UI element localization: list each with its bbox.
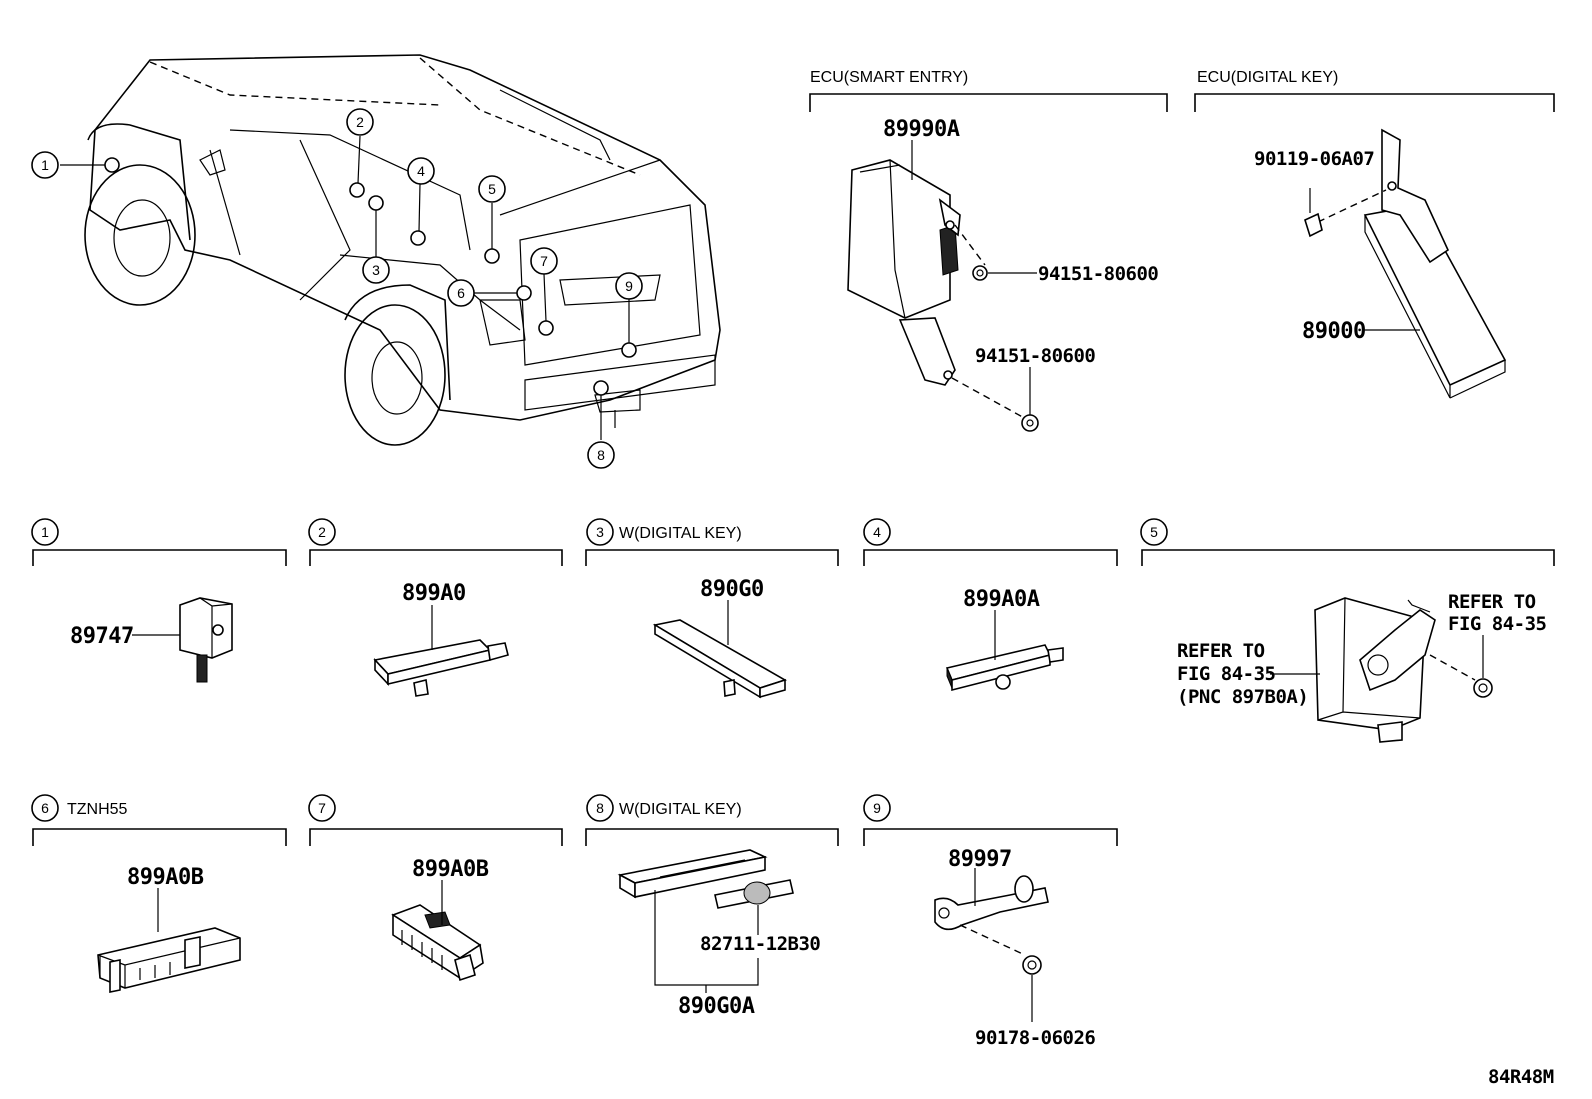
- section-5-number: 5: [1150, 524, 1158, 540]
- ecu-digital-key-section: ECU(DIGITAL KEY) 90119-06A07 89000: [1194, 69, 1555, 399]
- part-label-899A0A: 899A0A: [963, 587, 1040, 612]
- section-3: 3 W(DIGITAL KEY) 890G0: [585, 518, 839, 699]
- section-3-note: W(DIGITAL KEY): [619, 525, 742, 542]
- callout-5: 5: [488, 181, 496, 197]
- part-label-94151-80600-upper: 94151-80600: [1038, 263, 1158, 285]
- ecu-smart-entry-section: ECU(SMART ENTRY) 89990A 94151-80600 9415…: [809, 69, 1168, 432]
- vehicle-callouts: 1 2 3 4 5 6 7 9 8: [31, 108, 643, 469]
- callout-7: 7: [540, 253, 548, 269]
- refer-label-2-line3: (PNC 897B0A): [1177, 686, 1308, 708]
- refer-label-1-line2: FIG 84-35: [1448, 613, 1547, 635]
- callout-1: 1: [41, 157, 49, 173]
- section-4: 4 899A0A: [863, 518, 1118, 692]
- part-label-82711-12B30: 82711-12B30: [700, 933, 820, 955]
- refer-label-2-line2: FIG 84-35: [1177, 663, 1276, 685]
- section-8-note: W(DIGITAL KEY): [619, 801, 742, 818]
- section-6-number: 6: [41, 800, 49, 816]
- section-6: 6 TZNH55 899A0B: [31, 794, 287, 993]
- section-6-note: TZNH55: [67, 801, 128, 818]
- section-1: 1 89747: [31, 518, 287, 683]
- callout-6: 6: [457, 285, 465, 301]
- callout-2: 2: [356, 114, 364, 130]
- part-label-89000: 89000: [1302, 319, 1366, 344]
- part-label-90119-06A07: 90119-06A07: [1254, 148, 1374, 170]
- callout-4: 4: [417, 163, 425, 179]
- vehicle-illustration: [60, 54, 721, 446]
- refer-label-1-line1: REFER TO: [1448, 591, 1536, 613]
- section-1-number: 1: [41, 524, 49, 540]
- callout-9: 9: [625, 278, 633, 294]
- part-label-90178-06026: 90178-06026: [975, 1027, 1095, 1049]
- refer-label-2-line1: REFER TO: [1177, 640, 1265, 662]
- part-label-890G0A: 890G0A: [678, 994, 755, 1019]
- section-8-number: 8: [596, 800, 604, 816]
- section-9-number: 9: [873, 800, 881, 816]
- part-label-89747: 89747: [70, 624, 134, 649]
- section-2-number: 2: [318, 524, 326, 540]
- part-label-899A0B-section6: 899A0B: [127, 865, 204, 890]
- part-label-89997: 89997: [948, 847, 1012, 872]
- section-5: 5 REFER TO FIG 84-35 REFER TO FIG 84-35 …: [1140, 518, 1555, 743]
- figure-id: 84R48M: [1488, 1066, 1554, 1088]
- section-8: 8 W(DIGITAL KEY) 82711-12B30 890G0A: [585, 794, 839, 1019]
- section-7: 7 899A0B: [308, 794, 563, 982]
- section-4-number: 4: [873, 524, 881, 540]
- part-label-890G0: 890G0: [700, 577, 764, 602]
- section-9: 9 89997 90178-06026: [863, 794, 1118, 1049]
- part-label-89990A: 89990A: [883, 117, 960, 142]
- section-2: 2 899A0: [308, 518, 563, 697]
- part-label-94151-80600-lower: 94151-80600: [975, 345, 1095, 367]
- part-label-899A0B-section7: 899A0B: [412, 857, 489, 882]
- callout-8: 8: [597, 447, 605, 463]
- section-3-number: 3: [596, 524, 604, 540]
- part-label-899A0: 899A0: [402, 581, 466, 606]
- section-7-number: 7: [318, 800, 326, 816]
- callout-3: 3: [372, 262, 380, 278]
- ecu-digital-key-header: ECU(DIGITAL KEY): [1197, 69, 1338, 86]
- ecu-smart-entry-header: ECU(SMART ENTRY): [810, 69, 968, 86]
